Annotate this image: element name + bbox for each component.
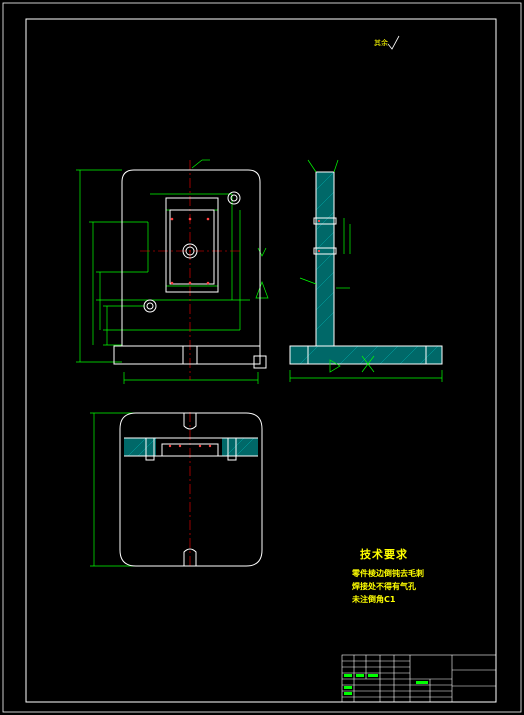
- top-view: [90, 412, 263, 568]
- tech-requirements-title: 技术要求: [360, 548, 408, 561]
- inner-frame: [25, 18, 497, 703]
- tech-requirement-2: 焊接处不得有气孔: [352, 582, 416, 591]
- side-view: [289, 159, 443, 382]
- front-view: [76, 159, 269, 384]
- roughness-note: 其余: [374, 39, 388, 47]
- tech-requirement-3: 未注倒角C1: [352, 595, 396, 604]
- roughness-symbol-icon: [387, 35, 400, 50]
- tech-requirement-1: 零件棱边倒钝去毛刺: [352, 569, 424, 578]
- title-block: [341, 654, 497, 703]
- title-block-marks: [344, 674, 428, 695]
